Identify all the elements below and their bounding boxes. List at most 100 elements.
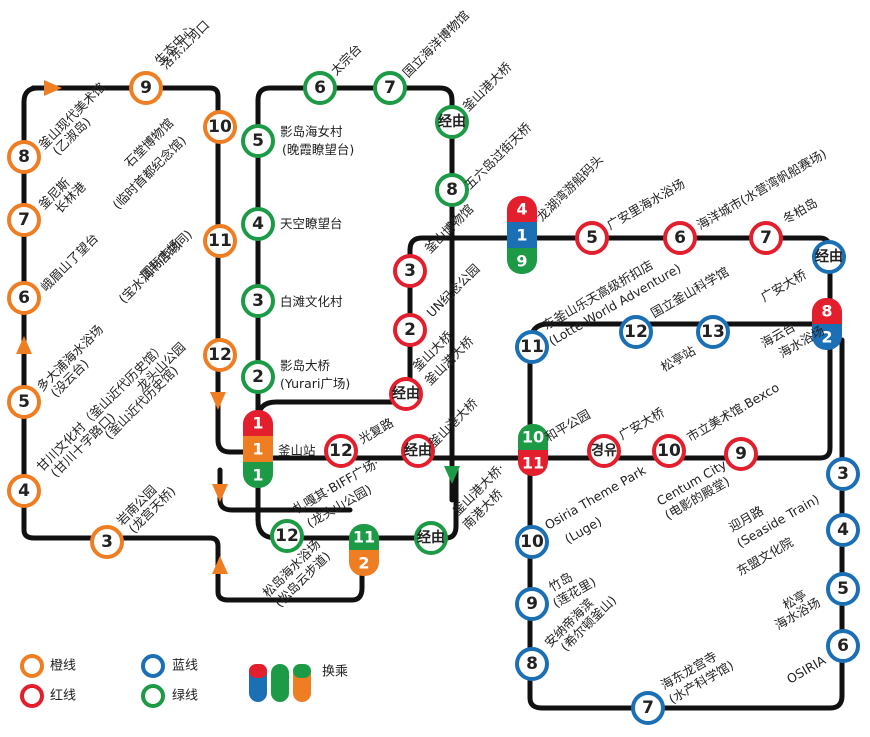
stop-green-7: 7 — [373, 71, 407, 105]
label-yeongdo-bridge-2: (Yurari广场) — [280, 376, 350, 391]
svg-text:经由: 经由 — [417, 529, 445, 546]
svg-text:1: 1 — [252, 466, 263, 485]
svg-text:11: 11 — [353, 528, 375, 547]
svg-text:10: 10 — [208, 117, 232, 137]
label-emeishan: 峨眉山了望台 — [38, 230, 102, 294]
label-gamcheon: 甘川文化村（釜山近代历史馆） — [34, 340, 168, 474]
stop-blue-10: 10 — [515, 525, 549, 559]
label-busan-port-bridge: 釜山港大桥 — [460, 59, 515, 114]
stop-red-7: 7 — [749, 221, 783, 255]
svg-text:2: 2 — [821, 328, 832, 347]
stop-green-via: 经由 — [435, 105, 469, 139]
stop-green-4: 4 — [241, 207, 275, 241]
stop-red-10: 10 — [652, 434, 686, 468]
stop-blue-13: 13 — [696, 315, 730, 349]
stop-orange-9: 9 — [129, 71, 163, 105]
transfer-busan-station: 111 — [243, 410, 273, 488]
label-marine-city: 海洋城市(水营湾帆船赛场) — [694, 146, 829, 233]
label-osiria: OSIRIA — [784, 652, 829, 686]
transfer-songdo: 112 — [349, 524, 379, 576]
svg-text:6: 6 — [674, 228, 686, 248]
svg-text:经由: 经由 — [392, 385, 420, 402]
svg-text:10: 10 — [520, 532, 544, 552]
stop-red-via-3: 경유 — [587, 434, 621, 468]
stop-blue-11: 11 — [515, 330, 549, 364]
svg-text:7: 7 — [642, 698, 654, 718]
svg-text:4: 4 — [252, 214, 264, 234]
legend-transfer-swatch — [249, 664, 311, 702]
stop-blue-5: 5 — [826, 572, 860, 606]
svg-text:2: 2 — [404, 320, 416, 340]
svg-text:4: 4 — [837, 520, 849, 540]
svg-text:3: 3 — [101, 532, 113, 552]
stop-green-3: 3 — [241, 284, 275, 318]
stop-orange-7: 7 — [7, 203, 41, 237]
svg-text:经由: 经由 — [815, 248, 843, 265]
svg-text:2: 2 — [358, 554, 369, 573]
svg-text:1: 1 — [252, 414, 263, 433]
stop-red-3: 3 — [393, 254, 427, 288]
label-busan-museum: 釜山博物馆 — [422, 201, 477, 256]
stop-blue-8: 8 — [515, 647, 549, 681]
legend-blue-label: 蓝线 — [172, 659, 198, 674]
stop-red-6: 6 — [663, 221, 697, 255]
stop-orange-5: 5 — [7, 385, 41, 419]
svg-text:6: 6 — [18, 288, 30, 308]
legend-green-swatch — [141, 684, 165, 708]
label-gwangan-bridge2: 广安大桥 — [616, 404, 667, 442]
svg-text:12: 12 — [329, 441, 353, 461]
label-sky-observatory: 天空瞭望台 — [280, 216, 343, 231]
svg-text:12: 12 — [624, 322, 648, 342]
svg-text:1: 1 — [516, 226, 527, 245]
svg-text:4: 4 — [18, 481, 30, 501]
arrow-up-icon — [16, 336, 32, 354]
arrow-right-icon — [44, 80, 62, 96]
red-line-route — [255, 235, 833, 461]
stop-orange-12: 12 — [203, 338, 237, 372]
arrow-up-icon — [212, 556, 228, 574]
label-huinnyeoul: 白滩文化村 — [280, 294, 343, 309]
stop-blue-6: 6 — [826, 629, 860, 663]
svg-text:3: 3 — [404, 261, 416, 281]
label-busan-station: 釜山站 — [278, 443, 316, 458]
legend: 橙线 红线 蓝线 绿线 换乘 — [20, 654, 348, 708]
svg-text:9: 9 — [735, 444, 747, 464]
svg-text:9: 9 — [526, 594, 538, 614]
direction-arrows — [16, 80, 460, 574]
stop-blue-9: 9 — [515, 587, 549, 621]
label-yongho-bay: 龙湖湾游船码头 — [534, 152, 606, 224]
svg-text:经由: 经由 — [438, 113, 466, 130]
stop-orange-8: 8 — [7, 140, 41, 174]
label-gwangan-bridge: 广安大桥 — [758, 266, 809, 304]
stop-blue-via: 经由 — [812, 240, 846, 274]
stop-green-via-2: 经由 — [414, 521, 448, 555]
svg-text:7: 7 — [384, 78, 396, 98]
svg-text:8: 8 — [821, 302, 832, 321]
svg-text:3: 3 — [252, 291, 264, 311]
stop-orange-10: 10 — [203, 110, 237, 144]
stop-blue-7: 7 — [631, 691, 665, 725]
label-oryukdo: 五六岛过街天桥 — [462, 119, 535, 192]
label-yeongdo-haenyeo: 影岛海女村 — [280, 124, 343, 139]
stop-green-2: 2 — [241, 360, 275, 394]
svg-text:7: 7 — [18, 210, 30, 230]
svg-text:6: 6 — [837, 636, 849, 656]
svg-text:8: 8 — [446, 180, 458, 200]
legend-transfer-label: 换乘 — [322, 665, 348, 680]
arrow-down-icon — [212, 484, 228, 502]
stop-red-via-2: 经由 — [401, 434, 435, 468]
stop-orange-3: 3 — [90, 525, 124, 559]
svg-text:8: 8 — [526, 654, 538, 674]
svg-text:11: 11 — [208, 231, 232, 251]
transfer-yongho: 419 — [507, 196, 537, 274]
svg-text:9: 9 — [516, 252, 527, 271]
svg-text:5: 5 — [252, 131, 264, 151]
legend-orange-label: 橙线 — [50, 659, 76, 674]
svg-text:5: 5 — [837, 579, 849, 599]
label-yeongdo-bridge: 影岛大桥 — [280, 358, 331, 373]
label-yeongdo-haenyeo-2: (晚霞瞭望台) — [282, 142, 354, 157]
svg-text:经由: 经由 — [404, 442, 432, 459]
label-art-museum-bexco: 市立美术馆.Bexco — [684, 379, 782, 444]
